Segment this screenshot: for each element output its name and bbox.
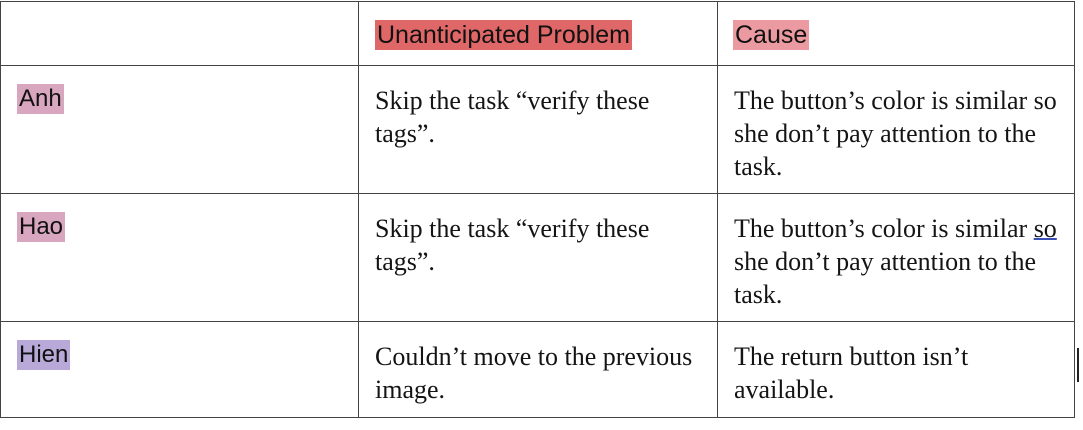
text-cursor bbox=[1077, 348, 1079, 382]
cause-text: The button’s color is similar so she don… bbox=[734, 86, 1057, 181]
cause-text: The button’s color is similar so she don… bbox=[734, 212, 1066, 311]
name-cell-hao[interactable]: Hao bbox=[0, 193, 359, 322]
problem-text: Skip the task “verify these tags”. bbox=[375, 86, 650, 148]
header-blank-cell[interactable] bbox=[0, 1, 359, 66]
header-problem-label: Unanticipated Problem bbox=[375, 20, 632, 50]
grammar-flagged-word[interactable]: so bbox=[1033, 214, 1057, 243]
cause-text: The return button isn’t available. bbox=[734, 342, 969, 404]
table-row-hien: Hien Couldn’t move to the previous image… bbox=[0, 321, 1075, 418]
header-cause-label: Cause bbox=[733, 20, 810, 50]
header-cause-cell[interactable]: Cause bbox=[717, 1, 1075, 66]
cause-cell-anh[interactable]: The button’s color is similar so she don… bbox=[717, 65, 1075, 194]
header-row: Unanticipated Problem Cause bbox=[0, 1, 1075, 66]
problem-cell-anh[interactable]: Skip the task “verify these tags”. bbox=[358, 65, 718, 194]
name-cell-anh[interactable]: Anh bbox=[0, 65, 359, 194]
table-row-anh: Anh Skip the task “verify these tags”. T… bbox=[0, 65, 1075, 194]
cause-text-before: The button’s color is similar bbox=[734, 214, 1034, 243]
problem-cell-hien[interactable]: Couldn’t move to the previous image. bbox=[358, 321, 718, 418]
cause-text-after: she don’t pay attention to the task. bbox=[734, 247, 1037, 309]
participant-name: Hien bbox=[17, 340, 71, 370]
cause-cell-hien[interactable]: The return button isn’t available. bbox=[717, 321, 1075, 418]
participant-name: Hao bbox=[17, 212, 66, 242]
name-cell-hien[interactable]: Hien bbox=[0, 321, 359, 418]
participant-name: Anh bbox=[17, 84, 64, 114]
table-row-hao: Hao Skip the task “verify these tags”. T… bbox=[0, 193, 1075, 322]
observation-table: Unanticipated Problem Cause Anh Skip the… bbox=[0, 1, 1075, 418]
problem-text: Couldn’t move to the previous image. bbox=[375, 342, 693, 404]
problem-cell-hao[interactable]: Skip the task “verify these tags”. bbox=[358, 193, 718, 322]
header-problem-cell[interactable]: Unanticipated Problem bbox=[358, 1, 718, 66]
cause-cell-hao[interactable]: The button’s color is similar so she don… bbox=[717, 193, 1075, 322]
problem-text: Skip the task “verify these tags”. bbox=[375, 214, 650, 276]
